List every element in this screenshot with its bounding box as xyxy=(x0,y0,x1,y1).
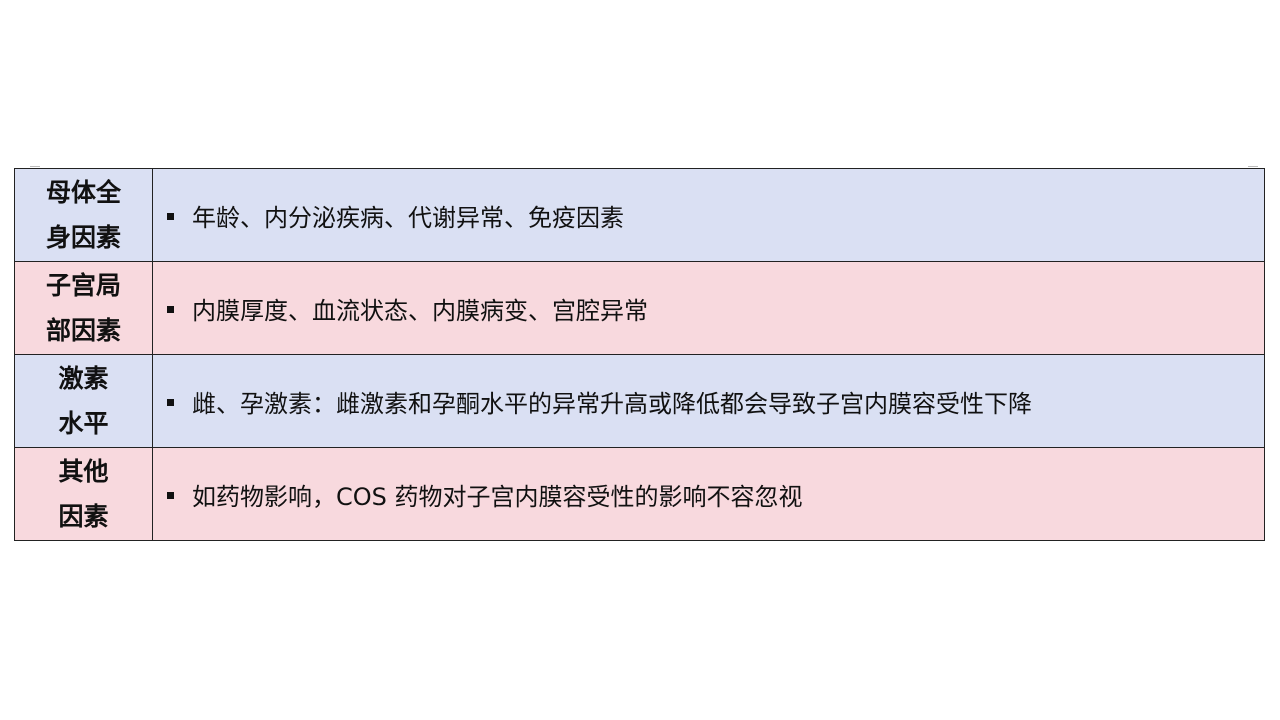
factors-table: 母体全身因素 年龄、内分泌疾病、代谢异常、免疫因素 子宫局部因素 内膜厚度、血流… xyxy=(14,168,1265,541)
row-header-line: 部因素 xyxy=(45,316,121,345)
row-header: 其他因素 xyxy=(14,447,153,541)
row-text: 雌、孕激素：雌激素和孕酮水平的异常升高或降低都会导致子宫内膜容受性下降 xyxy=(192,389,1032,418)
row-content: 雌、孕激素：雌激素和孕酮水平的异常升高或降低都会导致子宫内膜容受性下降 xyxy=(152,354,1265,448)
row-text: 年龄、内分泌疾病、代谢异常、免疫因素 xyxy=(192,203,624,232)
row-header-line: 水平 xyxy=(58,409,109,438)
bullet-icon xyxy=(167,213,174,220)
row-header-line: 母体全 xyxy=(45,178,121,207)
bullet-icon xyxy=(167,306,174,313)
row-header-line: 其他 xyxy=(58,457,109,486)
table-row: 其他因素 如药物影响，COS 药物对子宫内膜容受性的影响不容忽视 xyxy=(14,447,1265,541)
row-header: 母体全身因素 xyxy=(14,168,153,262)
row-content: 年龄、内分泌疾病、代谢异常、免疫因素 xyxy=(152,168,1265,262)
row-text: 内膜厚度、血流状态、内膜病变、宫腔异常 xyxy=(192,296,648,325)
row-header: 子宫局部因素 xyxy=(14,261,153,355)
row-header-line: 激素 xyxy=(58,364,109,393)
bullet-icon xyxy=(167,399,174,406)
row-header: 激素水平 xyxy=(14,354,153,448)
row-header-line: 子宫局 xyxy=(45,271,121,300)
table-row: 激素水平 雌、孕激素：雌激素和孕酮水平的异常升高或降低都会导致子宫内膜容受性下降 xyxy=(14,354,1265,448)
row-header-line: 因素 xyxy=(58,502,109,531)
bullet-icon xyxy=(167,492,174,499)
row-content: 如药物影响，COS 药物对子宫内膜容受性的影响不容忽视 xyxy=(152,447,1265,541)
table-row: 子宫局部因素 内膜厚度、血流状态、内膜病变、宫腔异常 xyxy=(14,261,1265,355)
table-row: 母体全身因素 年龄、内分泌疾病、代谢异常、免疫因素 xyxy=(14,168,1265,262)
row-content: 内膜厚度、血流状态、内膜病变、宫腔异常 xyxy=(152,261,1265,355)
row-header-line: 身因素 xyxy=(45,223,121,252)
row-text: 如药物影响，COS 药物对子宫内膜容受性的影响不容忽视 xyxy=(192,482,803,511)
table-corner-mark xyxy=(30,166,40,167)
table-corner-mark xyxy=(1248,166,1258,167)
